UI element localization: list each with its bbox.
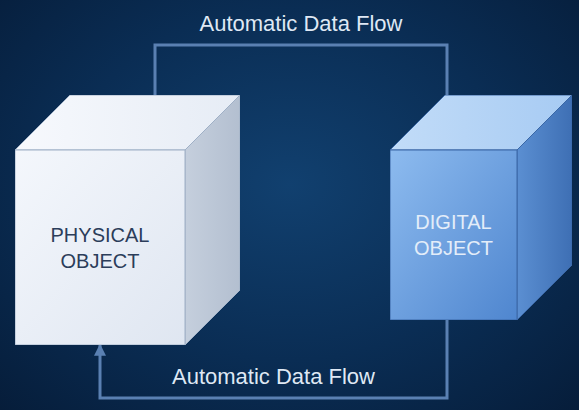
cube-front-face	[15, 150, 185, 345]
cube-face-area: DIGITAL OBJECT	[390, 150, 517, 320]
digital-cube: DIGITAL OBJECT	[390, 95, 572, 320]
node-label: DIGITAL OBJECT	[399, 209, 509, 261]
cube-outline	[390, 95, 572, 320]
cube-side-face	[517, 95, 572, 320]
flow-label: Automatic Data Flow	[172, 364, 375, 390]
node-label: PHYSICAL OBJECT	[45, 222, 155, 274]
cube-outline	[15, 95, 240, 345]
flow-label: Automatic Data Flow	[200, 11, 403, 37]
cube-side-face	[185, 95, 240, 345]
physical-cube: PHYSICAL OBJECT	[15, 95, 240, 345]
cube-face-area: PHYSICAL OBJECT	[15, 150, 185, 345]
cube-front-face	[390, 150, 517, 320]
